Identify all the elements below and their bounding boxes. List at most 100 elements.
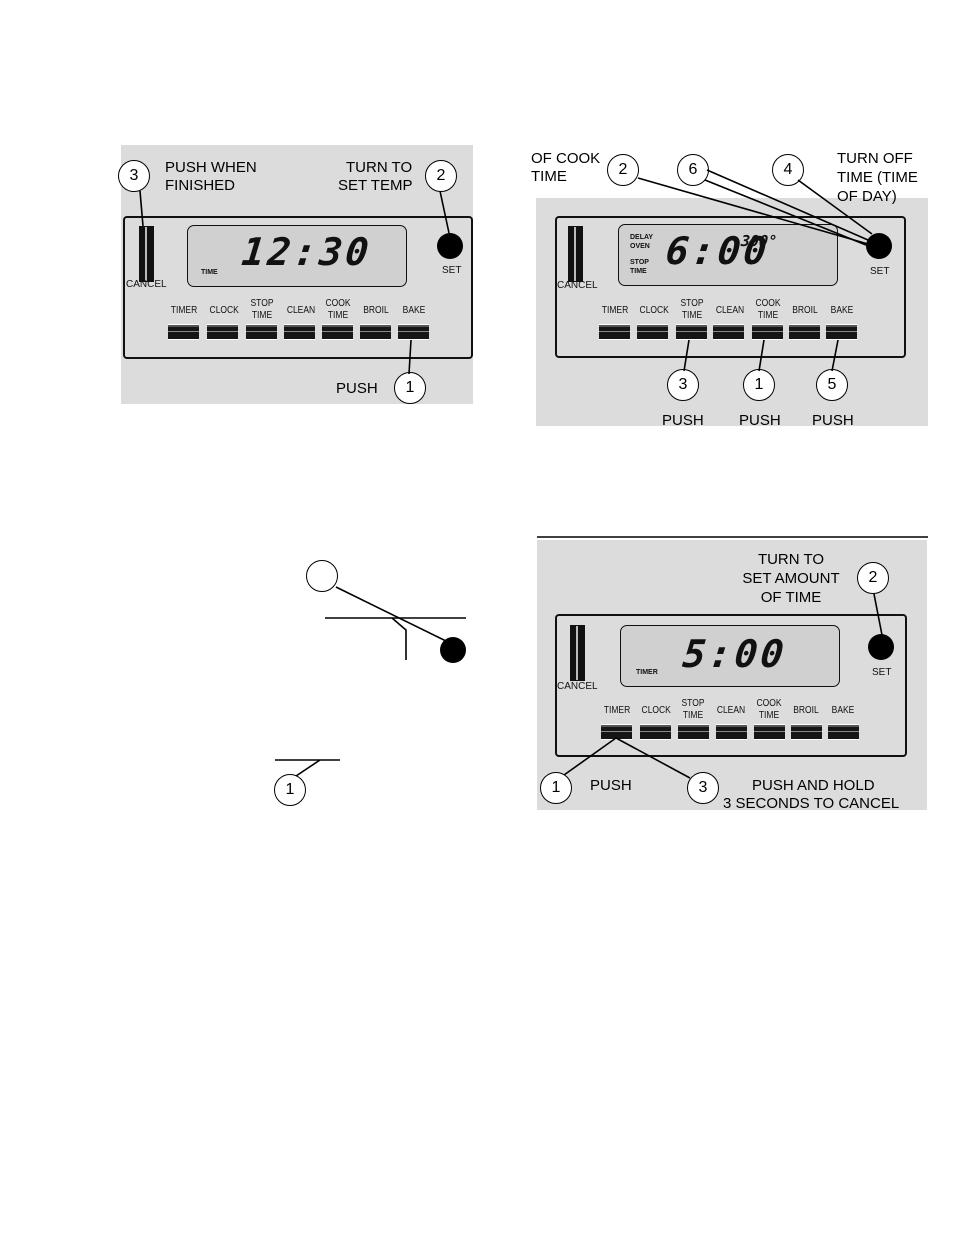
cancel-pad[interactable] (139, 226, 154, 282)
bake-display-indicator: TIME (201, 269, 218, 276)
bake-key[interactable] (398, 324, 429, 340)
bake-callout-3: 3 (118, 160, 150, 192)
clock-key[interactable] (637, 324, 668, 340)
broil-key[interactable] (789, 324, 820, 340)
stop-time-key[interactable] (246, 324, 277, 340)
bake-callout-1: 1 (394, 372, 426, 404)
key-label-cook-time: TIME (758, 710, 780, 721)
bake-callout-2-text-2: SET TEMP (338, 177, 413, 194)
bake-callout-2: 2 (425, 160, 457, 192)
clean-key[interactable] (713, 324, 744, 340)
timer-callout-3-text-1: PUSH AND HOLD (752, 777, 875, 794)
key-label-clock: CLOCK (641, 705, 671, 716)
delay-indicator-time: TIME (630, 268, 647, 275)
delay-callout-5: 5 (816, 369, 848, 401)
timer-callout-3-text-2: 3 SECONDS TO CANCEL (723, 795, 900, 812)
key-label-clock: CLOCK (639, 305, 669, 316)
key-label-cook: COOK (756, 698, 782, 709)
clock-key[interactable] (207, 324, 238, 340)
bake-callout-3-text-2: FINISHED (165, 177, 236, 194)
set-label: SET (442, 265, 462, 276)
cancel-label: CANCEL (126, 279, 167, 290)
key-label-cook: COOK (325, 298, 351, 309)
cook-time-key[interactable] (754, 724, 785, 740)
stop-time-key[interactable] (676, 324, 707, 340)
delay-indicator-stop: STOP (630, 259, 649, 266)
timer-callout-2: 2 (857, 562, 889, 594)
partial-callout-1: 1 (274, 774, 306, 806)
delay-display-temp: 300° (740, 232, 779, 250)
key-label-clock: CLOCK (209, 305, 239, 316)
timer-callout-3: 3 (687, 772, 719, 804)
timer-top-text-2: SET AMOUNT (742, 570, 840, 587)
key-label-timer: TIMER (601, 305, 629, 316)
broil-key[interactable] (360, 324, 391, 340)
key-label-stop-time: TIME (681, 310, 703, 321)
bake-key[interactable] (826, 324, 857, 340)
cancel-pad[interactable] (570, 625, 585, 681)
key-label-cook-time: TIME (327, 310, 349, 321)
partial-callout-top (306, 560, 338, 592)
cook-time-key[interactable] (322, 324, 353, 340)
delay-text-right-3: OF DAY) (837, 188, 897, 205)
delay-callout-1: 1 (743, 369, 775, 401)
delay-text-right-1: TURN OFF (837, 150, 913, 167)
timer-key[interactable] (601, 724, 632, 740)
delay-text-right-2: TIME (TIME (837, 169, 918, 186)
set-knob[interactable] (437, 233, 463, 259)
delay-push-3: PUSH (812, 412, 854, 429)
cancel-label: CANCEL (557, 681, 598, 692)
delay-indicator-oven: OVEN (630, 243, 650, 250)
bake-display-time: 12:30 (239, 230, 374, 274)
timer-display-time: 5:00 (680, 632, 789, 676)
key-label-clean: CLEAN (286, 305, 316, 316)
set-label: SET (872, 667, 892, 678)
clean-key[interactable] (284, 324, 315, 340)
timer-control-console (555, 614, 907, 757)
partial-display-edge (391, 617, 407, 660)
bake-control-console (123, 216, 473, 359)
broil-key[interactable] (791, 724, 822, 740)
clean-key[interactable] (716, 724, 747, 740)
cook-time-key[interactable] (752, 324, 783, 340)
key-label-stop-time: TIME (682, 710, 704, 721)
stop-time-key[interactable] (678, 724, 709, 740)
key-label-stop-time: TIME (251, 310, 273, 321)
set-knob[interactable] (868, 634, 894, 660)
timer-callout-1-text: PUSH (590, 777, 632, 794)
set-knob[interactable] (866, 233, 892, 259)
key-label-stop: STOP (680, 298, 704, 309)
timer-top-text-1: TURN TO (757, 551, 825, 568)
timer-key[interactable] (168, 324, 199, 340)
bake-display (187, 225, 407, 287)
key-label-broil: BROIL (792, 305, 818, 316)
delay-callout-6: 6 (677, 154, 709, 186)
set-label: SET (870, 266, 890, 277)
timer-top-text-3: OF TIME (760, 589, 822, 606)
timer-display (620, 625, 840, 687)
key-label-timer: TIMER (170, 305, 198, 316)
leader-partial-1 (295, 759, 321, 777)
delay-text-left-1: OF COOK (531, 150, 601, 167)
key-label-bake: BAKE (830, 305, 854, 316)
timer-display-indicator: TIMER (636, 669, 658, 676)
delay-callout-4: 4 (772, 154, 804, 186)
bake-key[interactable] (828, 724, 859, 740)
key-label-timer: TIMER (603, 705, 631, 716)
set-knob[interactable] (440, 637, 466, 663)
key-label-bake: BAKE (402, 305, 426, 316)
leader-partial-top (335, 586, 447, 642)
timer-key[interactable] (599, 324, 630, 340)
delay-push-1: PUSH (662, 412, 704, 429)
delay-indicator-delay: DELAY (630, 234, 654, 241)
cancel-label: CANCEL (557, 280, 598, 291)
clock-key[interactable] (640, 724, 671, 740)
delay-callout-2: 2 (607, 154, 639, 186)
key-label-stop: STOP (250, 298, 274, 309)
key-label-bake: BAKE (831, 705, 855, 716)
cancel-pad[interactable] (568, 226, 583, 282)
key-label-cook-time: TIME (757, 310, 779, 321)
bake-callout-1-text: PUSH (336, 380, 378, 397)
key-label-broil: BROIL (793, 705, 819, 716)
bake-callout-3-text-1: PUSH WHEN (165, 159, 257, 176)
